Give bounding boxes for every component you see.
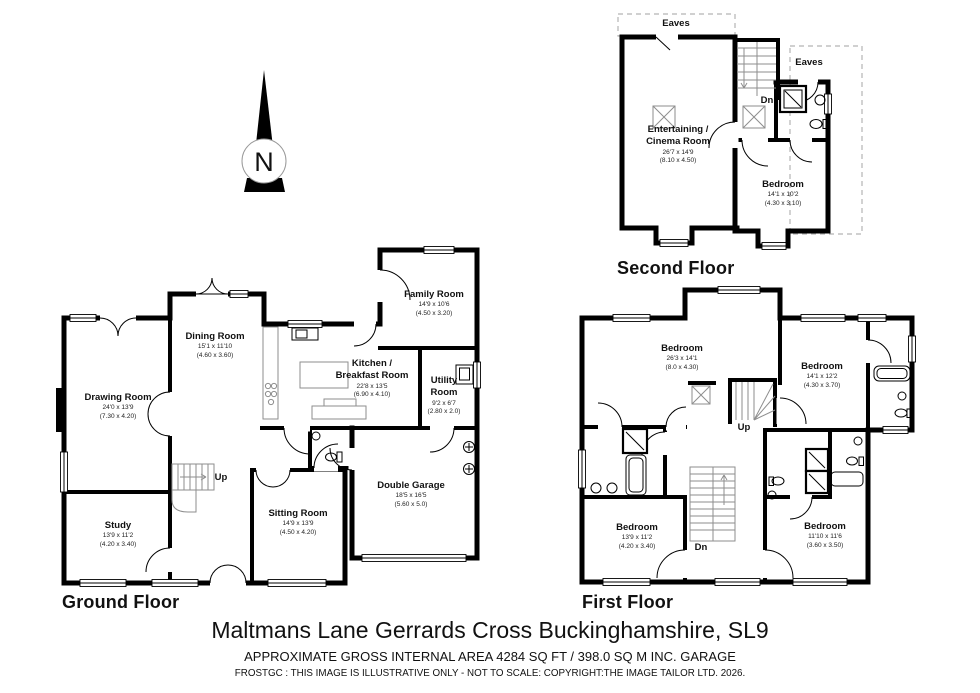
ceiling-hatch-icon (691, 385, 711, 405)
eaves-label-right: Eaves (795, 57, 823, 68)
kitchen-fixtures (262, 326, 367, 420)
compass-circle (241, 138, 287, 184)
windows (60, 246, 481, 587)
room-label-study: Study 13'9 x 11'2 (4.20 x 3.40) (99, 520, 137, 548)
north-compass-icon: N (241, 70, 287, 192)
ground-floor-plan (56, 246, 481, 587)
property-title: Maltmans Lane Gerrards Cross Buckinghams… (211, 617, 769, 643)
stairs-up-label-ground: Up (214, 472, 228, 483)
room-label-bedroom-3: Bedroom 13'9 x 11'2 (4.20 x 3.40) (616, 522, 658, 550)
chimney-breast (56, 388, 65, 432)
room-label-double-garage: Double Garage 18'5 x 16'5 (5.60 x 5.0) (377, 480, 445, 508)
ground-floor-label: Ground Floor (62, 592, 180, 612)
staircase-up-icon (171, 463, 215, 513)
room-label-bedroom-second: Bedroom 14'1 x 10'2 (4.30 x 3.10) (762, 179, 804, 207)
room-label-drawing-room: Drawing Room 24'0 x 13'9 (7.30 x 4.20) (84, 392, 152, 420)
room-label-utility-room: Utility Room 9'2 x 6'7 (2.80 x 2.0) (427, 375, 461, 416)
room-label-family-room: Family Room 14'9 x 10'6 (4.50 x 3.20) (404, 289, 464, 317)
landing-wc-fixtures (846, 436, 864, 466)
windows (578, 286, 916, 586)
room-label-bedroom-1: Bedroom 26'3 x 14'1 (8.0 x 4.30) (661, 343, 703, 371)
ceiling-hatch-icons (652, 105, 766, 129)
disclaimer-line: FROSTGC : THIS IMAGE IS ILLUSTRATIVE ONL… (234, 668, 746, 679)
compass-north-letter: N (254, 147, 274, 177)
cloakroom-fixtures (311, 431, 343, 463)
ensuite-fixtures (590, 427, 649, 496)
first-floor-label: First Floor (582, 592, 674, 612)
room-label-dining-room: Dining Room 15'1 x 11'10 (4.60 x 3.60) (185, 331, 245, 359)
first-floor-plan (578, 286, 916, 586)
room-label-bedroom-4: Bedroom 11'10 x 11'6 (3.60 x 3.50) (804, 521, 846, 549)
bathroom-fixtures (873, 365, 912, 418)
gross-area-line: APPROXIMATE GROSS INTERNAL AREA 4284 SQ … (244, 649, 736, 664)
compass-base (244, 178, 285, 192)
room-label-kitchen-breakfast-room: Kitchen / Breakfast Room 22'8 x 13'5 (6.… (335, 358, 409, 399)
stairs-up-label-first: Up (737, 422, 751, 433)
stairs-dn-label-second: Dn (760, 95, 774, 106)
room-label-entertaining-cinema-room: Entertaining / Cinema Room 26'7 x 14'9 (… (646, 124, 710, 165)
bathroom-fixtures (778, 84, 829, 129)
room-label-sitting-room: Sitting Room 14'9 x 13'9 (4.50 x 4.20) (268, 508, 328, 536)
door-openings (99, 269, 455, 587)
utility-appliance (455, 364, 474, 385)
garage-boiler-icons (463, 441, 475, 475)
door-openings (655, 33, 819, 167)
eaves-label-top: Eaves (662, 18, 690, 29)
shower-room-fixtures (767, 447, 864, 500)
second-floor-plan (617, 13, 863, 250)
room-label-bedroom-2: Bedroom 14'1 x 12'2 (4.30 x 3.70) (801, 361, 843, 389)
windows (659, 93, 832, 250)
door-openings (597, 339, 892, 579)
staircase-down-icon (689, 466, 736, 542)
staircase-up-icon (735, 382, 776, 421)
stairs-dn-label-first: Dn (694, 542, 708, 553)
second-floor-label: Second Floor (617, 258, 735, 278)
staircase-down-icon (737, 42, 776, 96)
